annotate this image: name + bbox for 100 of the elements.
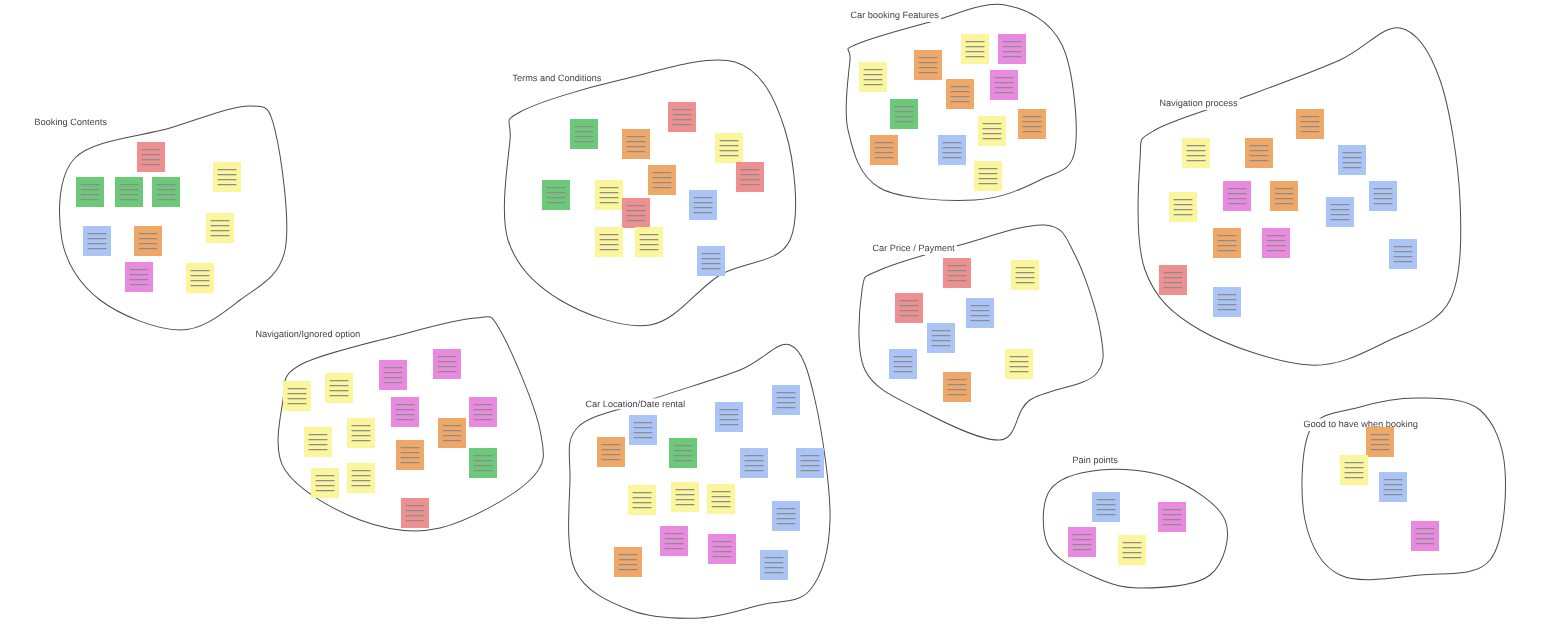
sticky-note (325, 373, 353, 403)
sticky-note (772, 385, 800, 415)
cluster-title: Car booking Features (848, 9, 941, 22)
sticky-note (859, 62, 887, 92)
sticky-note (469, 397, 497, 427)
sticky-note (1169, 192, 1197, 222)
sticky-note (1018, 109, 1046, 139)
sticky-note (736, 162, 764, 192)
sticky-note (796, 448, 824, 478)
sticky-note (974, 161, 1002, 191)
cluster-title: Good to have when booking (1301, 418, 1420, 431)
sticky-note (186, 263, 214, 293)
sticky-note (595, 227, 623, 257)
sticky-note (595, 180, 623, 210)
sticky-note (1092, 492, 1120, 522)
sticky-note (628, 485, 656, 515)
sticky-note (895, 293, 923, 323)
sticky-note (1011, 260, 1039, 290)
sticky-note (438, 418, 466, 448)
sticky-note (401, 498, 429, 528)
sticky-note (998, 34, 1026, 64)
sticky-note (635, 227, 663, 257)
sticky-note (125, 262, 153, 292)
sticky-note (137, 142, 165, 172)
sticky-note (469, 448, 497, 478)
sticky-note (622, 129, 650, 159)
sticky-note (990, 70, 1018, 100)
sticky-note (1068, 527, 1096, 557)
sticky-note (213, 162, 241, 192)
sticky-note (689, 190, 717, 220)
cluster-title: Car Price / Payment (870, 242, 957, 255)
sticky-note (927, 323, 955, 353)
sticky-note (629, 415, 657, 445)
sticky-note (668, 102, 696, 132)
sticky-note (966, 298, 994, 328)
sticky-note (1245, 138, 1273, 168)
sticky-note (697, 246, 725, 276)
sticky-note (938, 135, 966, 165)
sticky-note (1366, 427, 1394, 457)
sticky-note (76, 177, 104, 207)
sticky-note (961, 34, 989, 64)
sticky-note (1213, 228, 1241, 258)
sticky-note (1158, 502, 1186, 532)
sticky-note (391, 397, 419, 427)
sticky-note (379, 360, 407, 390)
cluster-title: Booking Contents (32, 116, 110, 129)
cluster-title: Navigation process (1157, 97, 1240, 110)
sticky-note (1389, 239, 1417, 269)
sticky-note (1379, 472, 1407, 502)
sticky-note (914, 50, 942, 80)
sticky-note (648, 165, 676, 195)
sticky-note (1159, 265, 1187, 295)
cluster-title: Terms and Conditions (510, 72, 604, 84)
sticky-note (1262, 228, 1290, 258)
sticky-note (1270, 181, 1298, 211)
sticky-note (347, 463, 375, 493)
sticky-note (671, 482, 699, 512)
sticky-note (311, 468, 339, 498)
sticky-note (1340, 455, 1368, 485)
sticky-note (707, 484, 735, 514)
sticky-note (283, 381, 311, 411)
cluster-title: Pain points (1070, 454, 1120, 467)
sticky-note (570, 119, 598, 149)
sticky-note (1369, 181, 1397, 211)
sticky-note (542, 180, 570, 210)
sticky-note (870, 135, 898, 165)
sticky-note (1296, 109, 1324, 139)
sticky-note (83, 226, 111, 256)
sticky-note (943, 372, 971, 402)
sticky-note (152, 177, 180, 207)
sticky-note (1338, 145, 1366, 175)
sticky-note (622, 198, 650, 228)
sticky-note (1223, 181, 1251, 211)
sticky-note (396, 440, 424, 470)
sticky-note (206, 213, 234, 243)
sticky-note (1326, 197, 1354, 227)
sticky-note (708, 534, 736, 564)
sticky-note (433, 349, 461, 379)
sticky-note (1182, 138, 1210, 168)
sticky-note (978, 116, 1006, 146)
sticky-note (740, 448, 768, 478)
sticky-note (669, 438, 697, 468)
sticky-note (597, 437, 625, 467)
sticky-note (304, 427, 332, 457)
sticky-note (134, 226, 162, 256)
sticky-note (943, 258, 971, 288)
sticky-note (1118, 535, 1146, 565)
sticky-note (715, 133, 743, 163)
sticky-note (1213, 287, 1241, 317)
cluster-title: Navigation/Ignored option (253, 328, 363, 341)
sticky-note (946, 79, 974, 109)
sticky-note (715, 402, 743, 432)
sticky-note (115, 177, 143, 207)
sticky-note (760, 550, 788, 580)
sticky-note (660, 526, 688, 556)
sticky-note (347, 418, 375, 448)
cluster-title: Car Location/Date rental (583, 398, 688, 410)
sticky-note (889, 349, 917, 379)
sticky-note (1005, 349, 1033, 379)
sticky-note (772, 501, 800, 531)
